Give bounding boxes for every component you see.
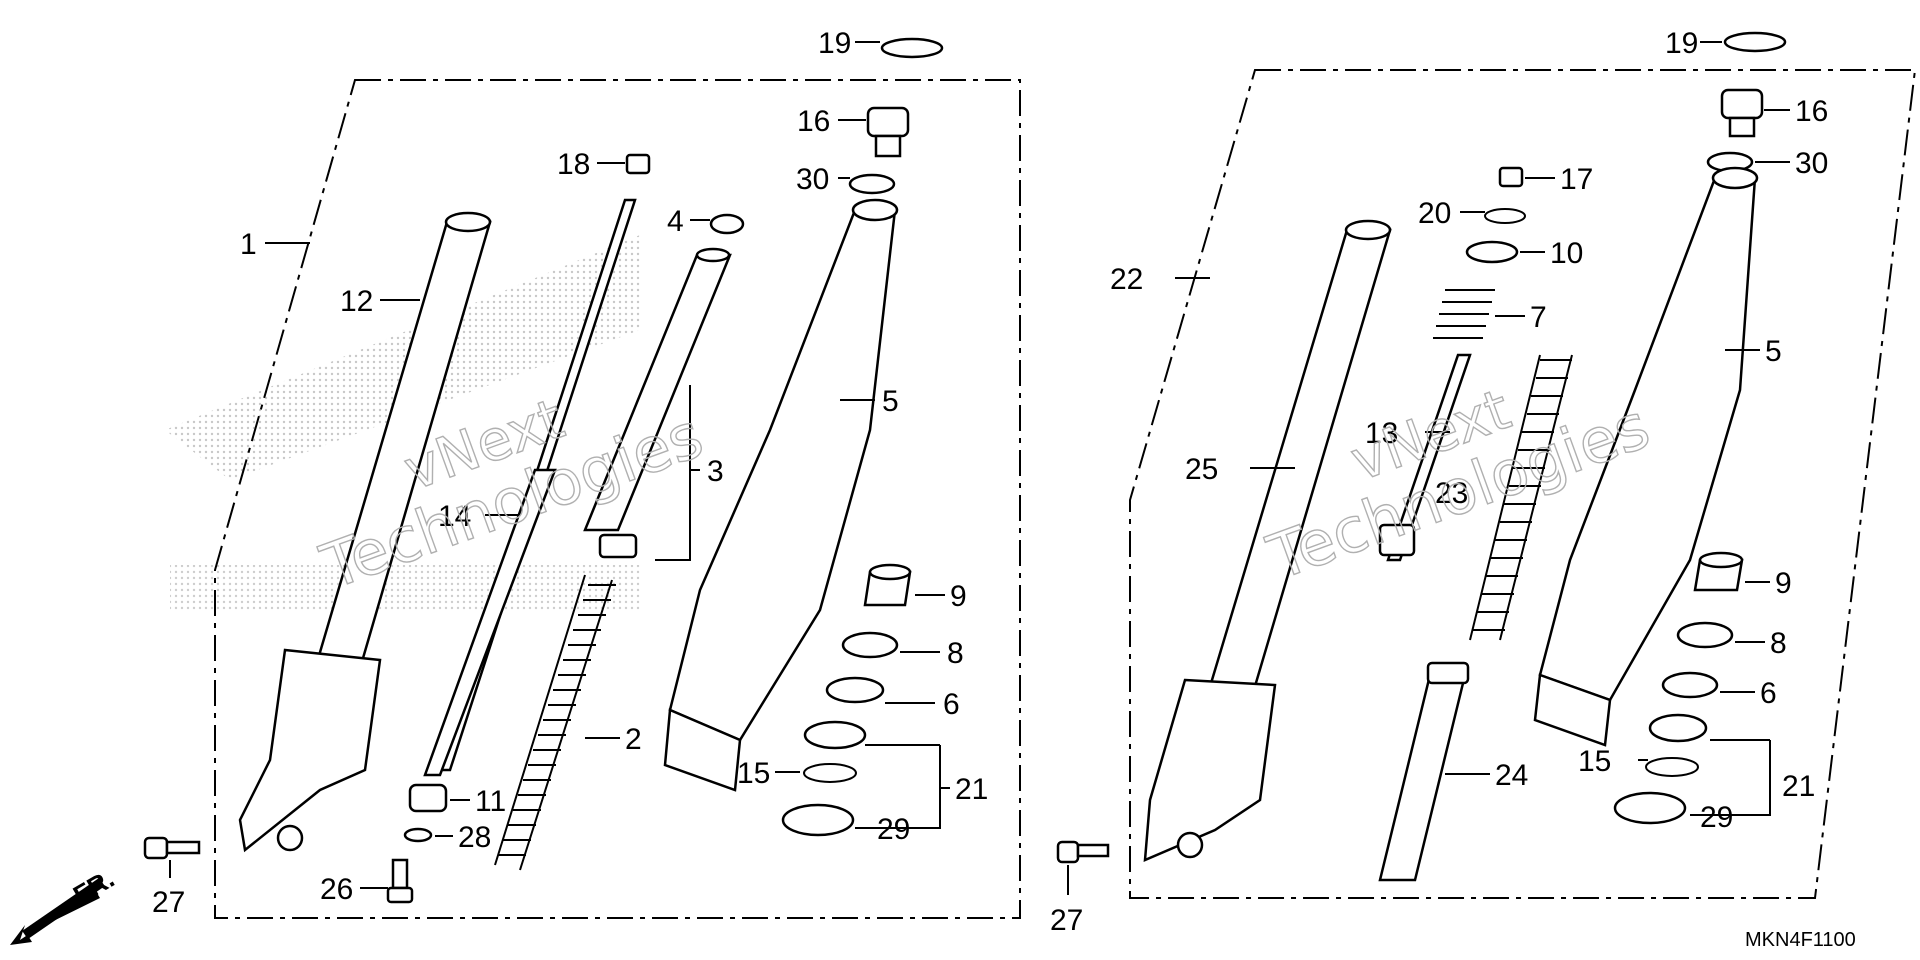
label-5-right: 5 bbox=[1765, 335, 1782, 368]
left-parts bbox=[143, 37, 944, 904]
label-10-right: 10 bbox=[1550, 237, 1583, 270]
label-6-left: 6 bbox=[943, 688, 960, 721]
right-assembly-frame bbox=[1129, 69, 1917, 899]
label-4-left: 4 bbox=[667, 205, 684, 238]
label-18-left: 18 bbox=[557, 148, 590, 181]
label-8-left: 8 bbox=[947, 637, 964, 670]
label-26-left: 26 bbox=[320, 873, 353, 906]
label-30-left: 30 bbox=[796, 163, 829, 196]
label-19-left: 19 bbox=[818, 27, 851, 60]
label-17-right: 17 bbox=[1560, 163, 1593, 196]
label-24-right: 24 bbox=[1495, 759, 1528, 792]
label-9-right: 9 bbox=[1775, 567, 1792, 600]
fork-spring-left bbox=[494, 574, 613, 871]
label-13-right: 13 bbox=[1365, 417, 1398, 450]
label-30-right: 30 bbox=[1795, 147, 1828, 180]
label-1-left: 1 bbox=[240, 228, 257, 261]
label-19-right: 19 bbox=[1665, 27, 1698, 60]
label-6-right: 6 bbox=[1760, 677, 1777, 710]
left-part-labels: 19 16 30 18 4 1 12 5 3 14 9 8 6 2 21 15 … bbox=[152, 27, 988, 919]
right-parts bbox=[1056, 31, 1787, 882]
background-logo bbox=[165, 235, 640, 610]
label-9-left: 9 bbox=[950, 580, 967, 613]
label-27-left: 27 bbox=[152, 886, 185, 919]
label-21-right: 21 bbox=[1782, 770, 1815, 803]
label-27-right: 27 bbox=[1050, 904, 1083, 937]
leader-lines bbox=[169, 41, 1790, 895]
label-28-left: 28 bbox=[458, 821, 491, 854]
label-22-right: 22 bbox=[1110, 263, 1143, 296]
right-part-labels: 19 16 30 17 20 10 22 7 5 13 25 23 9 8 6 … bbox=[1050, 27, 1828, 937]
front-direction-arrow: FR. bbox=[10, 863, 119, 945]
label-15-right: 15 bbox=[1578, 745, 1611, 778]
label-29-left: 29 bbox=[877, 813, 910, 846]
label-15-left: 15 bbox=[737, 757, 770, 790]
label-20-right: 20 bbox=[1418, 197, 1451, 230]
label-11-left: 11 bbox=[475, 785, 506, 818]
diagram-code: MKN4F1100 bbox=[1745, 929, 1856, 951]
label-16-left: 16 bbox=[797, 105, 830, 138]
label-21-left: 21 bbox=[955, 773, 988, 806]
label-23-right: 23 bbox=[1435, 477, 1468, 510]
label-5-left: 5 bbox=[882, 385, 899, 418]
label-8-right: 8 bbox=[1770, 627, 1787, 660]
label-16-right: 16 bbox=[1795, 95, 1828, 128]
label-29-right: 29 bbox=[1700, 801, 1733, 834]
label-12-left: 12 bbox=[340, 285, 373, 318]
label-25-right: 25 bbox=[1185, 453, 1218, 486]
left-assembly-frame bbox=[214, 79, 1021, 919]
label-7-right: 7 bbox=[1530, 301, 1547, 334]
label-14-left: 14 bbox=[438, 500, 471, 533]
label-2-left: 2 bbox=[625, 723, 642, 756]
label-3-left: 3 bbox=[707, 455, 724, 488]
